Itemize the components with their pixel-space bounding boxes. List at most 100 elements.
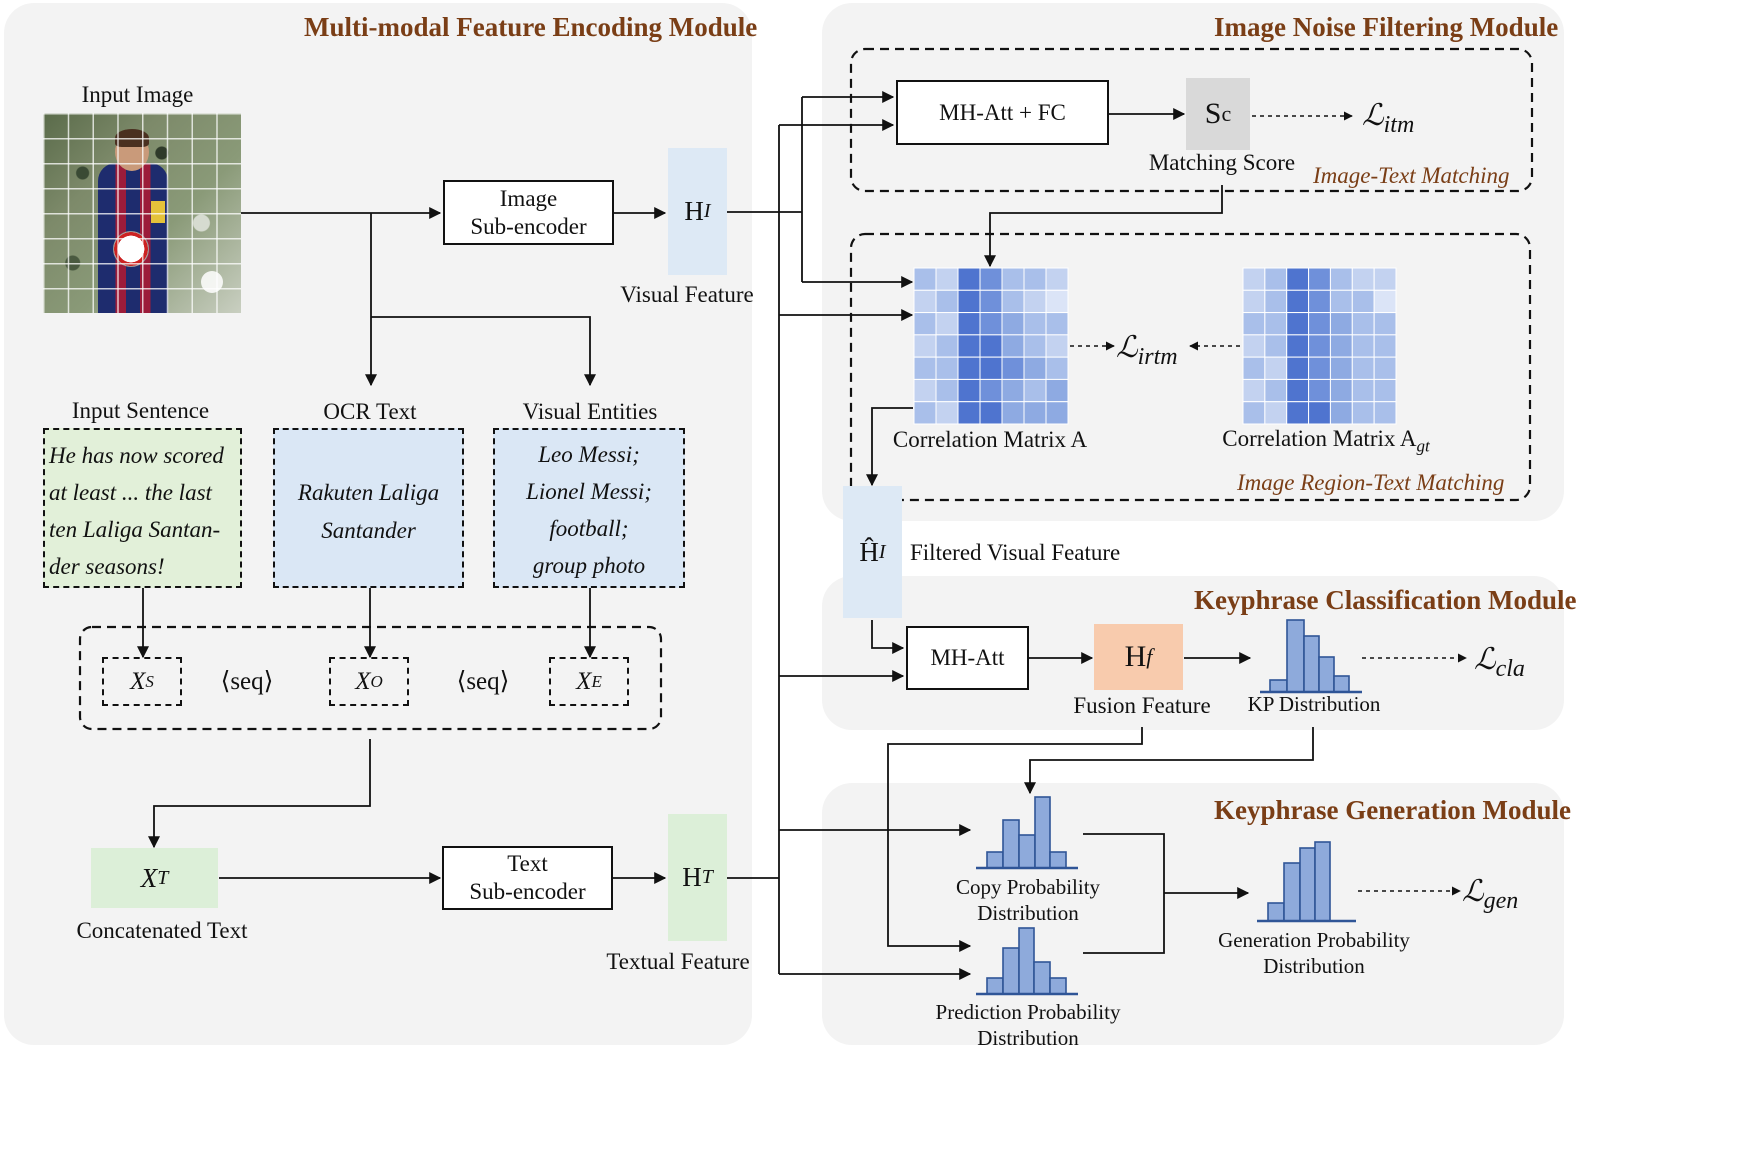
entity-line-1: Leo Messi; (538, 442, 640, 467)
matrix-cell (1351, 267, 1375, 291)
matrix-cell (1001, 401, 1025, 425)
matrix-cell (1286, 312, 1310, 336)
visual-entities-box: Leo Messi; Lionel Messi; football; group… (493, 428, 685, 588)
seq-separator-1: ⟨seq⟩ (220, 668, 274, 695)
matrix-cell (1264, 312, 1288, 336)
matrix-cell (1045, 267, 1069, 291)
loss-itm: ℒitm (1362, 99, 1415, 138)
matrix-cell (913, 289, 937, 314)
matrix-cell (1045, 356, 1069, 380)
image-sub-encoder-line2: Sub-encoder (470, 213, 587, 239)
matrix-cell (1023, 267, 1047, 291)
image-text-matching-label: Image-Text Matching (1313, 163, 1510, 188)
matrix-cell (957, 378, 981, 403)
correlation-matrix-agt-label: Correlation Matrix Agt (1222, 426, 1430, 456)
matrix-cell (1242, 289, 1266, 314)
matrix-cell (1308, 312, 1331, 336)
sentence-line-3: ten Laliga Santan- (49, 517, 221, 542)
matrix-cell (1001, 289, 1025, 314)
matrix-cell (1308, 378, 1331, 403)
matrix-cell (1001, 267, 1025, 291)
kp-distribution-label: KP Distribution (1247, 692, 1381, 716)
noise-module-title: Image Noise Filtering Module (1214, 12, 1559, 42)
matrix-cell (1329, 356, 1353, 380)
matrix-cell (1351, 312, 1375, 336)
concatenated-text-label: Concatenated Text (76, 918, 248, 943)
matrix-cell (1329, 312, 1353, 336)
matrix-cell (935, 356, 959, 380)
matrix-cell (1308, 401, 1331, 425)
matrix-cell (1351, 334, 1375, 358)
entity-line-2: Lionel Messi; (526, 479, 652, 504)
matrix-cell (957, 356, 981, 380)
entity-line-3: football; (549, 516, 629, 541)
matrix-cell (1351, 289, 1375, 314)
matrix-cell (1308, 356, 1331, 380)
matrix-cell (979, 289, 1003, 314)
generation-probability-histogram (1257, 841, 1356, 923)
image-region-text-matching-label: Image Region-Text Matching (1237, 470, 1505, 495)
matrix-cell (979, 356, 1003, 380)
matrix-cell (1308, 334, 1331, 358)
loss-irtm: ℒirtm (1116, 331, 1178, 370)
matrix-cell (1045, 378, 1069, 403)
correlation-matrix-a (913, 267, 1069, 425)
generation-module-panel (822, 783, 1564, 1045)
matrix-cell (1264, 334, 1288, 358)
matrix-cell (1045, 334, 1069, 358)
sentence-line-1: He has now scored (49, 443, 224, 468)
mh-att-fc-box: MH-Att + FC (896, 80, 1109, 145)
matrix-cell (1329, 401, 1353, 425)
matrix-cell (913, 334, 937, 358)
kp-distribution-histogram (1260, 619, 1362, 694)
input-image-label: Input Image (81, 82, 194, 107)
matrix-cell (1373, 312, 1397, 336)
matrix-cell (1023, 312, 1047, 336)
input-sentence-box: He has now scored at least ... the last … (43, 428, 242, 588)
text-sub-encoder: Text Sub-encoder (442, 846, 613, 910)
matrix-cell (1001, 356, 1025, 380)
matrix-cell (957, 267, 981, 291)
matrix-cell (1264, 401, 1288, 425)
matrix-cell (1264, 356, 1288, 380)
matrix-cell (913, 356, 937, 380)
text-sub-encoder-line2: Sub-encoder (469, 879, 586, 904)
fusion-feature-label: Fusion Feature (1073, 693, 1211, 718)
matrix-cell (1286, 267, 1310, 291)
matrix-cell (1329, 378, 1353, 403)
matrix-cell (979, 334, 1003, 358)
loss-gen: ℒgen (1462, 875, 1519, 914)
matrix-cell (913, 378, 937, 403)
matrix-cell (935, 312, 959, 336)
matrix-cell (979, 378, 1003, 403)
matrix-cell (1351, 356, 1375, 380)
matrix-cell (1351, 401, 1375, 425)
matrix-cell (913, 401, 937, 425)
sentence-line-4: der seasons! (49, 554, 165, 579)
matrix-cell (1308, 267, 1331, 291)
matrix-cell (1242, 312, 1266, 336)
correlation-matrix-agt (1242, 267, 1397, 425)
matrix-cell (1373, 378, 1397, 403)
loss-cla: ℒcla (1474, 643, 1525, 682)
ocr-text-label: OCR Text (323, 399, 417, 424)
correlation-matrix-a-label: Correlation Matrix A (892, 427, 1088, 452)
matrix-cell (1373, 289, 1397, 314)
matrix-cell (1001, 312, 1025, 336)
generation-module-title: Keyphrase Generation Module (1214, 795, 1571, 825)
matrix-cell (1242, 334, 1266, 358)
matrix-cell (935, 401, 959, 425)
textual-feature-label: Textual Feature (606, 949, 750, 974)
matrix-cell (1286, 289, 1310, 314)
matrix-cell (1023, 334, 1047, 358)
prediction-probability-label: Prediction Probability Distribution (935, 1000, 1121, 1050)
matrix-cell (935, 267, 959, 291)
matrix-cell (1264, 267, 1288, 291)
matrix-cell (1264, 378, 1288, 403)
matrix-cell (1373, 334, 1397, 358)
